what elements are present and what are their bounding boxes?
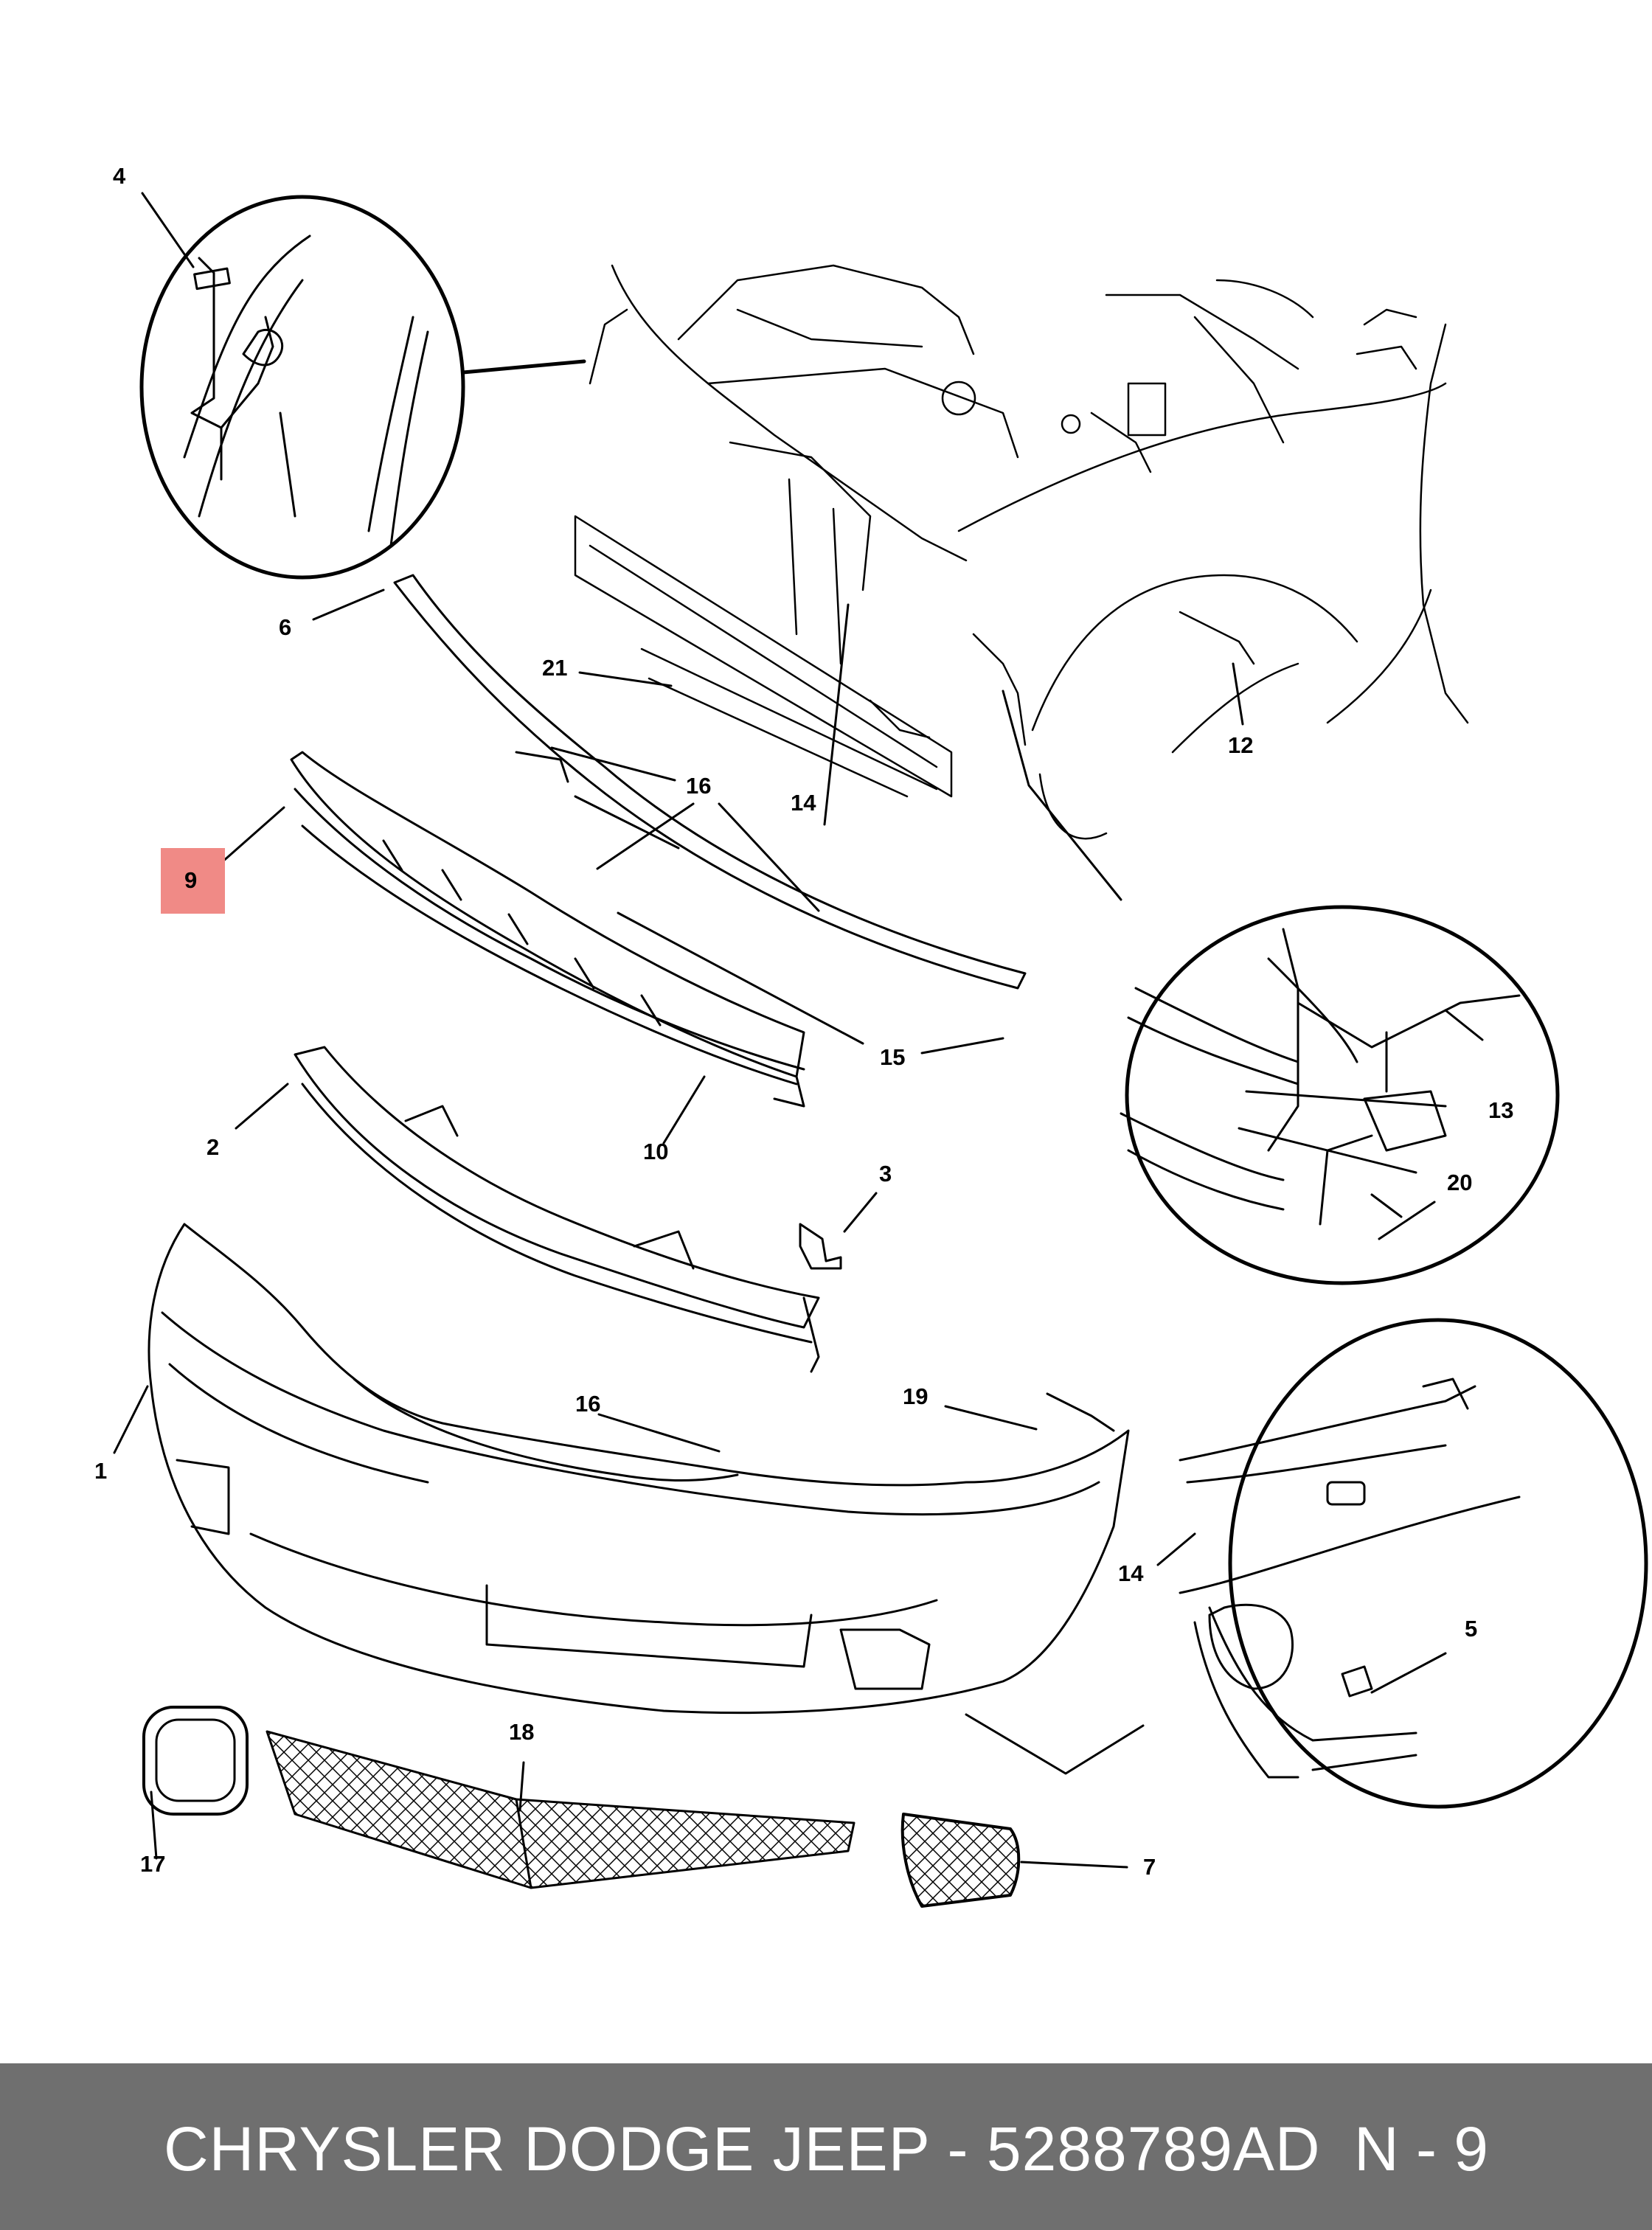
callout-3: 3 [879,1161,892,1187]
footer-banner: CHRYSLER DODGE JEEP - 5288789AD N - 9 [0,2063,1652,2230]
part-6-strip [393,574,1027,990]
part-number-title: CHRYSLER DODGE JEEP - 5288789AD [164,2114,1321,2184]
part-2-reinforcement [294,1046,820,1373]
callout-12: 12 [1228,732,1254,758]
callout-6: 6 [279,614,292,640]
callout-16: 16 [686,773,712,799]
callout-16-lower: 16 [575,1391,601,1417]
callout-4: 4 [113,163,126,189]
leader-lines [113,192,1447,1869]
callout-20: 20 [1447,1170,1473,1195]
callout-10: 10 [643,1139,669,1164]
detail-circle-fender-clip [139,195,465,580]
vehicle-front-structure [574,264,1469,840]
callout-2: 2 [206,1134,220,1160]
callout-14: 14 [791,790,816,816]
callout-15: 15 [880,1044,906,1070]
callout-19: 19 [903,1383,929,1409]
callout-9-highlighted: 9 [161,848,226,914]
part-7-fog-grille [900,1813,1021,1908]
callout-1: 1 [94,1458,108,1484]
detail-circle-bracket [1120,905,1560,1285]
callout-21: 21 [542,655,568,681]
exploded-view-drawing [113,192,1648,1908]
diagram-reference: N - 9 [1354,2114,1489,2184]
detail-circle-fog-area [1179,1318,1648,1809]
part-3-bracket [799,1223,842,1270]
callout-13: 13 [1488,1097,1514,1123]
callout-17: 17 [140,1851,166,1877]
part-1-fascia [148,1223,1130,1715]
callout-5: 5 [1465,1616,1478,1642]
part-10-beam [290,751,805,1108]
part-17-bezel [142,1706,249,1816]
part-18-grille [266,1730,856,1889]
callout-7: 7 [1143,1854,1156,1880]
callout-14-lower: 14 [1118,1560,1144,1586]
callout-18: 18 [509,1719,535,1745]
parts-diagram: 4 6 21 16 14 12 9 15 13 2 10 3 20 19 16 … [94,163,1648,1908]
